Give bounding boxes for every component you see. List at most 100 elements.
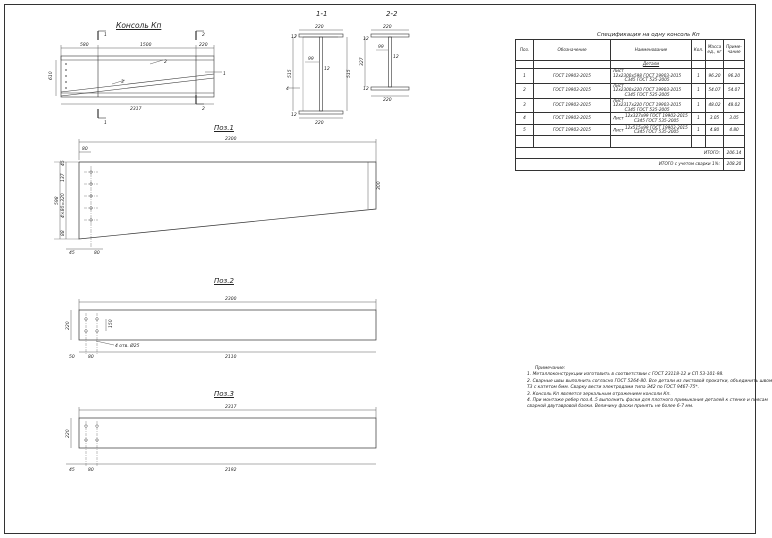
s22-dim-12a: 12	[363, 36, 369, 42]
spec-row: 2 ГОСТ 19903-2015 Лист 12х2300х220 ГОСТ …	[515, 82, 745, 99]
spec-cell-name-1: 12х2300х220 ГОСТ 19903-2015	[613, 87, 682, 93]
spec-row: 3 ГОСТ 19903-2015 Лист 12х2317х220 ГОСТ …	[515, 97, 745, 114]
spec-cell-name-1: 12х515х99 ГОСТ 19903-2015	[624, 124, 688, 130]
dim-2317: 2317	[130, 106, 142, 112]
spec-cell-name-2: С345 ГОСТ 535-2005	[633, 129, 679, 135]
poz1-dim-4x80: 4×80=320	[60, 193, 66, 218]
spec-cell-pos: 4	[515, 112, 534, 125]
section-1-1	[289, 29, 348, 119]
poz1-dim-598: 598	[54, 196, 60, 205]
spec-total-label: ИТОГО:	[515, 147, 724, 160]
poz2-dim-2300: 2300	[225, 296, 237, 302]
spec-cell-name-2: С345 ГОСТ 535-2005	[624, 92, 670, 98]
poz1-title: Поз.1	[214, 124, 234, 132]
poz1-dim-80: 80	[82, 146, 88, 152]
poz2-dim-220: 220	[65, 321, 71, 330]
spec-cell-designation: ГОСТ 19903-2015	[533, 124, 611, 137]
notes-title: Примечание:	[535, 366, 566, 371]
spec-cell-list-word: Лист	[613, 127, 624, 133]
poz1-dim-300: 300	[376, 181, 382, 190]
poz2-dim-80: 80	[88, 354, 94, 360]
spec-cell-note: 54.07	[723, 82, 745, 99]
spec-cell-qty: 1	[691, 112, 706, 125]
poz2-dim-2110: 2110	[225, 354, 237, 360]
spec-total-weld-value: 208.20	[723, 158, 745, 171]
spec-row: 5 ГОСТ 19903-2015 Лист 12х515х99 ГОСТ 19…	[515, 124, 745, 137]
spec-cell-note: 3.05	[723, 112, 745, 125]
spec-cell-qty: 1	[691, 82, 706, 99]
s11-dim-515b: 515	[346, 69, 352, 78]
dim-610: 610	[48, 71, 54, 80]
note-line: 1. Металлоконструкции изготовить в соотв…	[527, 372, 724, 378]
note-line: 3. Консоль Кп является зеркальным отраже…	[527, 391, 671, 397]
spec-cell-name-2: С345 ГОСТ 535-2005	[633, 117, 679, 123]
s11-leader-4: 4	[286, 86, 289, 92]
s22-dim-327: 327	[359, 57, 365, 66]
spec-cell-pos: 5	[515, 124, 534, 137]
poz3-dim-45: 45	[69, 467, 75, 473]
s22-dim-12b: 12	[363, 86, 369, 92]
poz2-holes-note: 4 отв. Ø25	[115, 342, 140, 349]
dim-220: 220	[199, 42, 208, 48]
section-1-1-title: 1-1	[316, 10, 328, 18]
spec-total-value: 206.14	[723, 147, 745, 160]
spec-header-name: Наименование	[610, 39, 692, 61]
spec-cell-list-word: Лист	[613, 82, 624, 88]
s22-dim-220-top: 220	[383, 24, 392, 30]
spec-cell-designation: ГОСТ 19903-2015	[533, 82, 611, 99]
spec-total-row: ИТОГО: 206.14	[515, 147, 745, 160]
spec-cell-designation: ГОСТ 19903-2015	[533, 68, 611, 84]
poz2-dim-150: 150	[108, 319, 114, 328]
spec-cell-list-word: Лист	[613, 97, 624, 103]
spec-table: Поз. Обозначение Наименование Кол. Масса…	[515, 39, 745, 171]
notes-block: Примечание: 1. Металлоконструкции изгото…	[527, 366, 772, 411]
leader-2: 2	[164, 59, 167, 65]
spec-section-row: Детали	[515, 60, 745, 69]
spec-cell-name-1: 12х2317х220 ГОСТ 19903-2015	[613, 102, 682, 108]
spec-cell-qty: 1	[691, 124, 706, 137]
spec-row-empty	[515, 135, 745, 148]
poz2-dim-50: 50	[69, 354, 75, 360]
spec-header-qty: Кол.	[691, 39, 706, 61]
note-line: 4. При монтаже ребер поз.4..5 выполнить …	[527, 397, 768, 403]
spec-total-weld-label: ИТОГО с учетом сварки 1%:	[515, 158, 724, 171]
spec-cell-mass: 3.05	[705, 112, 724, 125]
s11-dim-220-top: 220	[315, 24, 324, 30]
spec-title: Спецификация на одну консоль Кп	[597, 32, 700, 38]
spec-cell-qty: 1	[691, 97, 706, 114]
spec-header-mass: Масса ед., кг	[705, 39, 724, 61]
s11-dim-12c: 12	[324, 66, 330, 72]
s11-dim-12a: 12	[291, 34, 297, 40]
spec-cell-note: 48.02	[723, 97, 745, 114]
spec-cell-note: 4.80	[723, 124, 745, 137]
spec-cell-qty: 1	[691, 68, 706, 84]
poz3-dim-2317: 2317	[225, 404, 237, 410]
s11-dim-99: 99	[308, 56, 314, 62]
spec-header-designation: Обозначение	[533, 39, 611, 61]
poz3-dim-80: 80	[88, 467, 94, 473]
poz2-view	[70, 299, 377, 355]
spec-cell-list-word: Лист	[613, 115, 624, 121]
leader-1: 1	[223, 71, 226, 77]
dim-580: 580	[80, 42, 89, 48]
spec-cell-mass: 96.20	[705, 68, 724, 84]
poz1-dim-88: 88	[60, 230, 66, 236]
spec-cell-name-1: 12х327х99 ГОСТ 19903-2015	[624, 113, 688, 119]
console-view	[55, 30, 222, 119]
s22-dim-99: 99	[378, 44, 384, 50]
section-2-2	[364, 29, 410, 97]
spec-cell-pos: 2	[515, 82, 534, 99]
s22-dim-12: 12	[393, 54, 399, 60]
poz1-dim-2300: 2300	[225, 136, 237, 142]
s11-dim-12b: 12	[291, 112, 297, 118]
poz3-title: Поз.3	[214, 390, 234, 398]
note-line: 2. Сварные швы выполнить согласно ГОСТ 5…	[527, 378, 772, 384]
spec-cell-name-1: 12х2300х598 ГОСТ 19903-2015	[613, 72, 682, 78]
note-line: Т3 с катетом 6мм. Сварку вести электрода…	[527, 385, 699, 391]
spec-header-row: Поз. Обозначение Наименование Кол. Масса…	[515, 39, 745, 61]
note-line: сварной двутавровой балки. Величину фаск…	[527, 404, 694, 410]
poz2-title: Поз.2	[214, 277, 234, 285]
poz1-dim-137: 137	[60, 173, 66, 182]
s22-dim-220-bottom: 220	[383, 97, 392, 103]
